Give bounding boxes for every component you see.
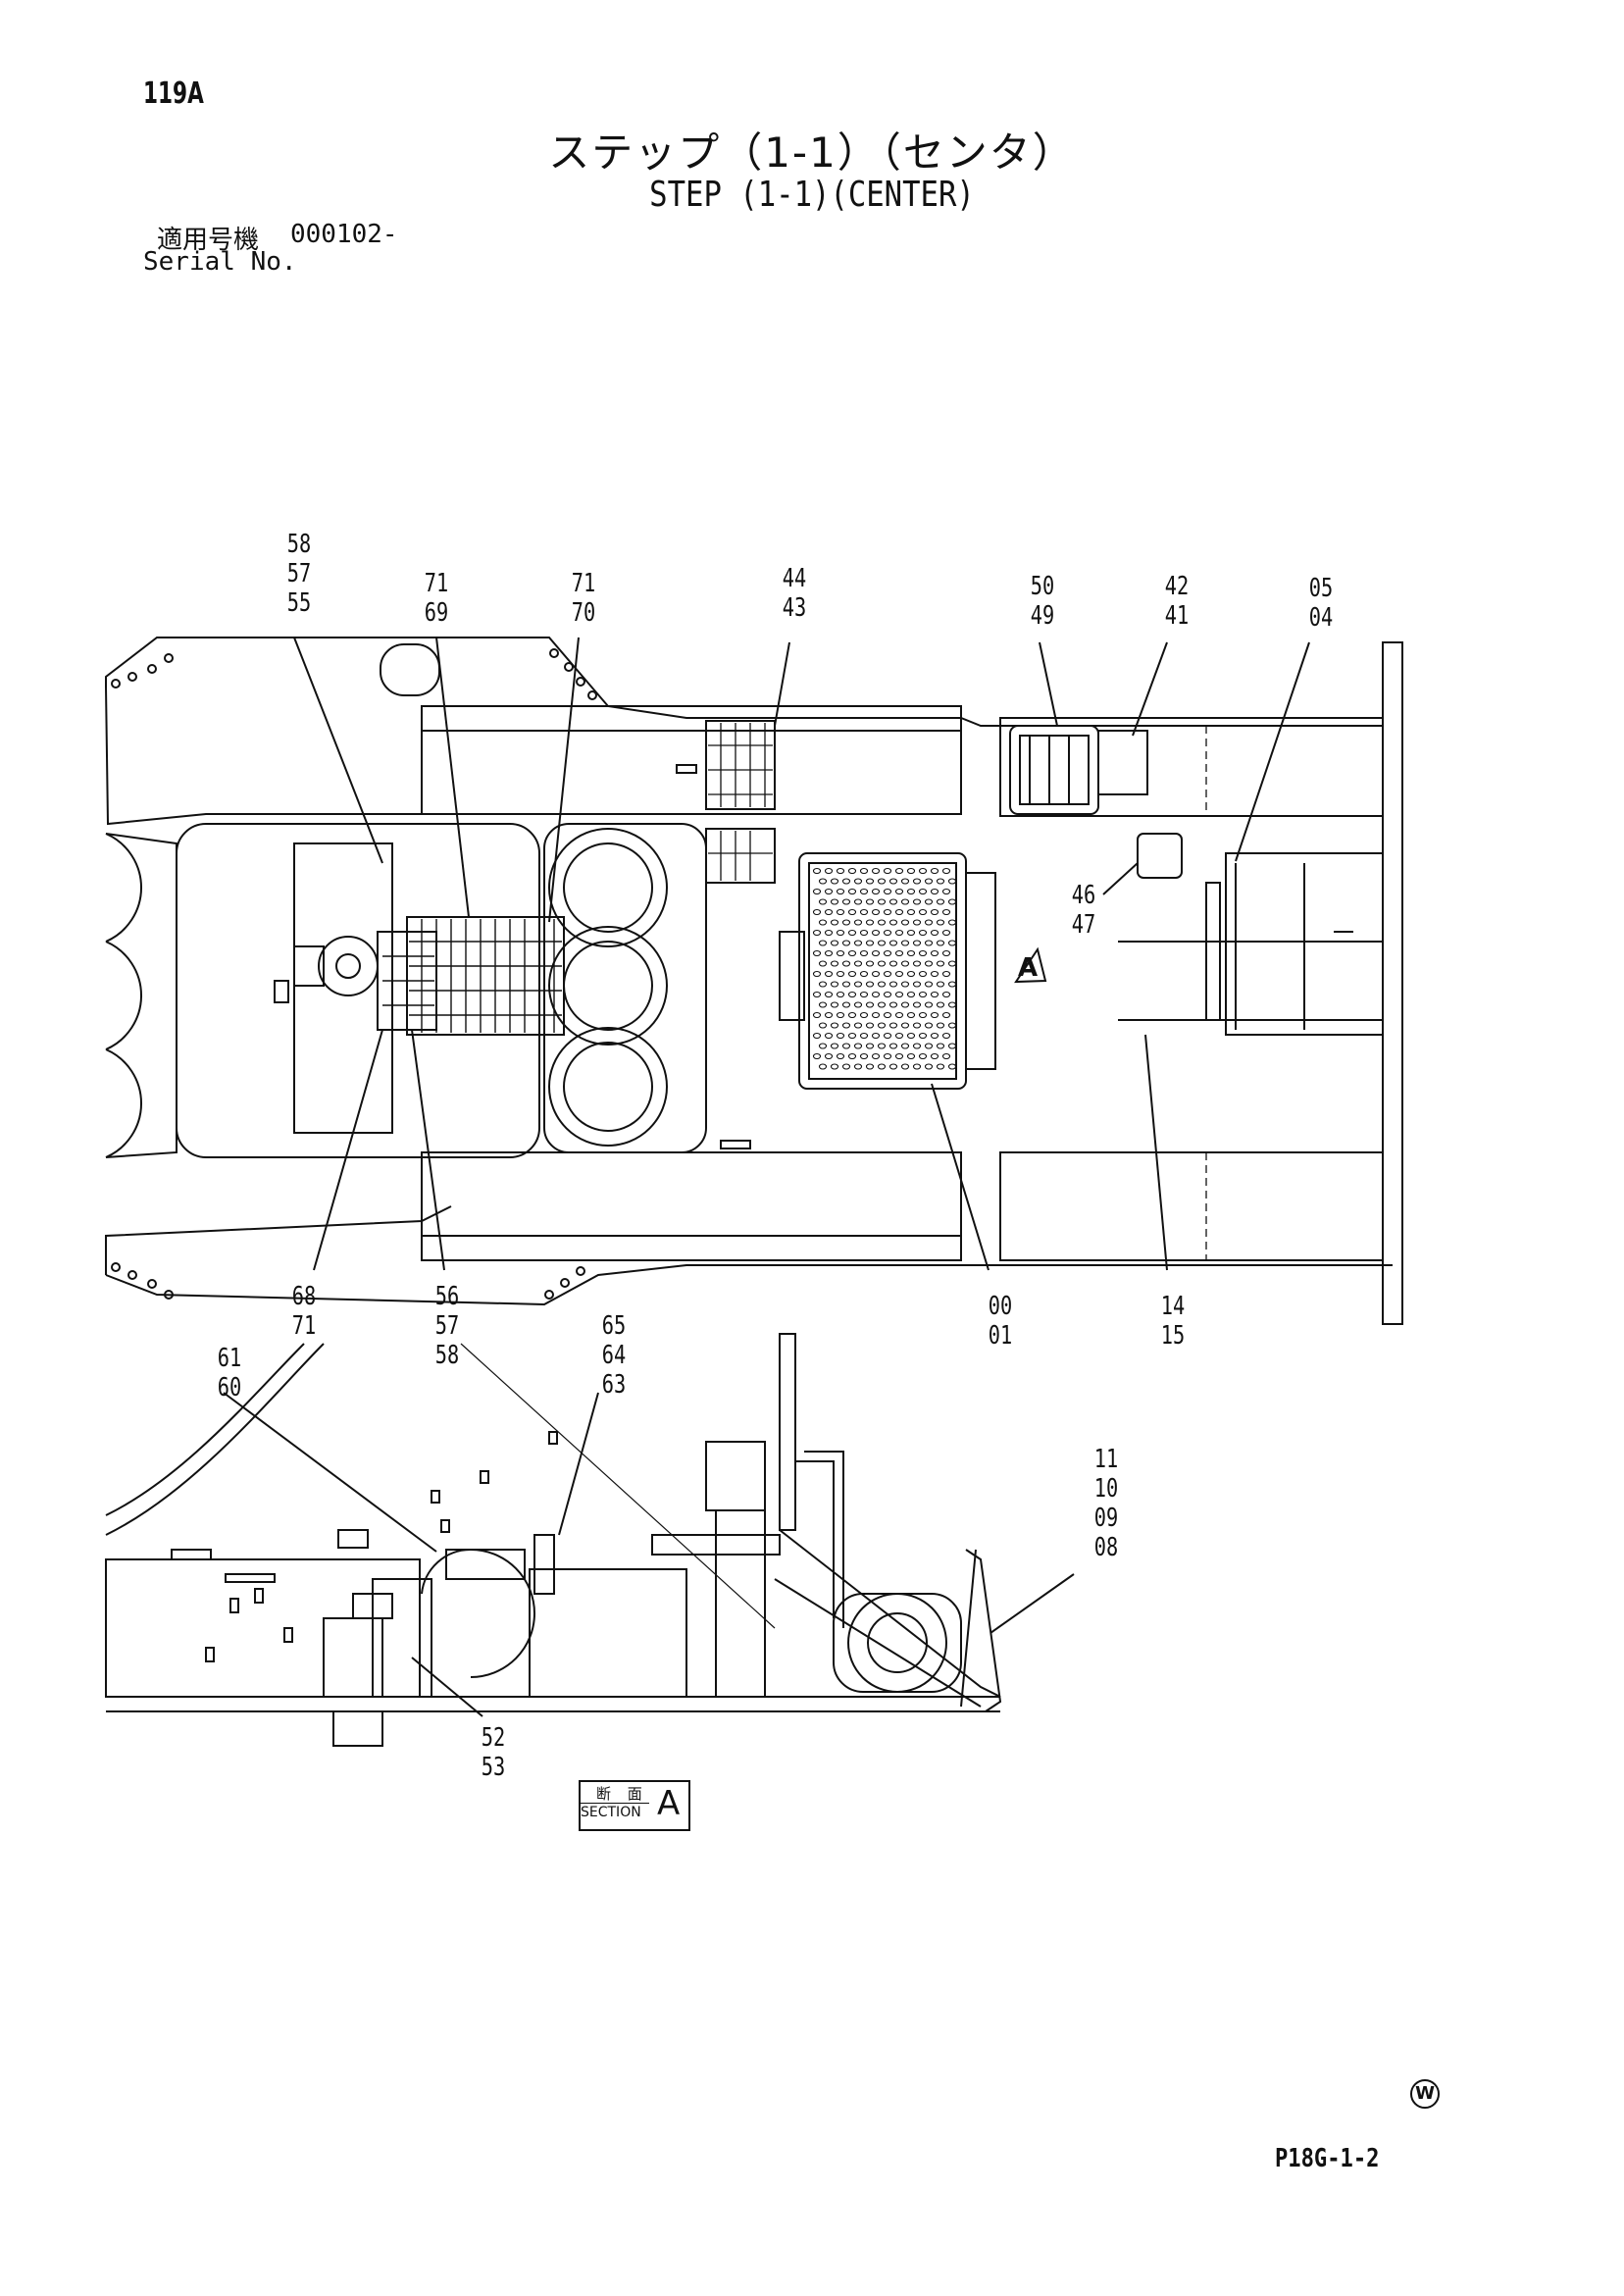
callout-42-41: 42 41 — [1154, 572, 1200, 631]
serial-label-english: Serial No. — [143, 247, 297, 277]
callout-line: 57 — [434, 1311, 460, 1341]
callout-line: 71 — [424, 569, 449, 598]
callout-05-04: 05 04 — [1298, 574, 1345, 633]
callout-44-43: 44 43 — [772, 564, 818, 623]
callout-line: 05 — [1308, 574, 1334, 603]
callout-line: 44 — [782, 564, 807, 593]
callout-line: 53 — [481, 1753, 506, 1782]
callout-line: 41 — [1164, 601, 1190, 631]
section-letter: A — [657, 1784, 681, 1823]
section-label-japanese: 断 面 — [596, 1785, 648, 1803]
callout-line: 09 — [1093, 1504, 1119, 1533]
callout-61-60: 61 60 — [207, 1344, 253, 1403]
callout-58-57-55: 58 57 55 — [277, 530, 323, 618]
callout-line: 46 — [1071, 881, 1096, 910]
serial-label-japanese: 適用号機 — [157, 226, 260, 255]
callout-line: 04 — [1308, 603, 1334, 633]
callout-line: 58 — [286, 530, 312, 559]
callout-11-10-09-08: 11 10 09 08 — [1084, 1445, 1130, 1562]
callout-line: 71 — [291, 1311, 317, 1341]
callout-line: 43 — [782, 593, 807, 623]
callout-68-71: 68 71 — [281, 1282, 328, 1341]
callout-line: 08 — [1093, 1533, 1119, 1562]
title-japanese: ステップ（1-1）（センタ） — [548, 128, 1076, 177]
title-english: STEP (1-1)(CENTER) — [649, 175, 975, 215]
view-marker-letter: A — [1018, 953, 1039, 983]
callout-71-70: 71 70 — [561, 569, 607, 628]
callout-line: 58 — [434, 1341, 460, 1370]
callout-line: 00 — [988, 1292, 1013, 1321]
callout-71-69: 71 69 — [414, 569, 460, 628]
callout-line: 47 — [1071, 910, 1096, 940]
serial-value: 000102- — [290, 220, 398, 249]
watermark-badge: W — [1410, 2079, 1440, 2109]
section-label-divider — [581, 1803, 649, 1804]
page-id: 119A — [143, 77, 204, 111]
callout-line: 14 — [1160, 1292, 1186, 1321]
callout-line: 42 — [1164, 572, 1190, 601]
callout-line: 65 — [601, 1311, 627, 1341]
callout-line: 57 — [286, 559, 312, 588]
section-label-box — [579, 1780, 690, 1831]
callout-line: 56 — [434, 1282, 460, 1311]
callout-line: 01 — [988, 1321, 1013, 1351]
callout-00-01: 00 01 — [978, 1292, 1024, 1351]
callout-line: 11 — [1093, 1445, 1119, 1474]
callout-line: 64 — [601, 1341, 627, 1370]
callout-46-47: 46 47 — [1061, 881, 1107, 940]
callout-line: 10 — [1093, 1474, 1119, 1504]
callout-line: 61 — [217, 1344, 242, 1373]
callout-line: 60 — [217, 1373, 242, 1403]
callout-56-57-58: 56 57 58 — [425, 1282, 471, 1370]
callout-line: 52 — [481, 1723, 506, 1753]
callout-14-15: 14 15 — [1150, 1292, 1196, 1351]
callout-line: 69 — [424, 598, 449, 628]
callout-50-49: 50 49 — [1020, 572, 1066, 631]
callout-line: 68 — [291, 1282, 317, 1311]
callout-line: 15 — [1160, 1321, 1186, 1351]
callout-line: 71 — [571, 569, 596, 598]
section-label-english: SECTION — [581, 1805, 641, 1820]
callout-line: 70 — [571, 598, 596, 628]
callout-line: 49 — [1030, 601, 1055, 631]
callout-line: 50 — [1030, 572, 1055, 601]
callout-65-64-63: 65 64 63 — [591, 1311, 637, 1400]
document-code: P18G-1-2 — [1275, 2144, 1380, 2173]
callout-52-53: 52 53 — [471, 1723, 517, 1782]
callout-line: 55 — [286, 588, 312, 618]
callout-line: 63 — [601, 1370, 627, 1400]
